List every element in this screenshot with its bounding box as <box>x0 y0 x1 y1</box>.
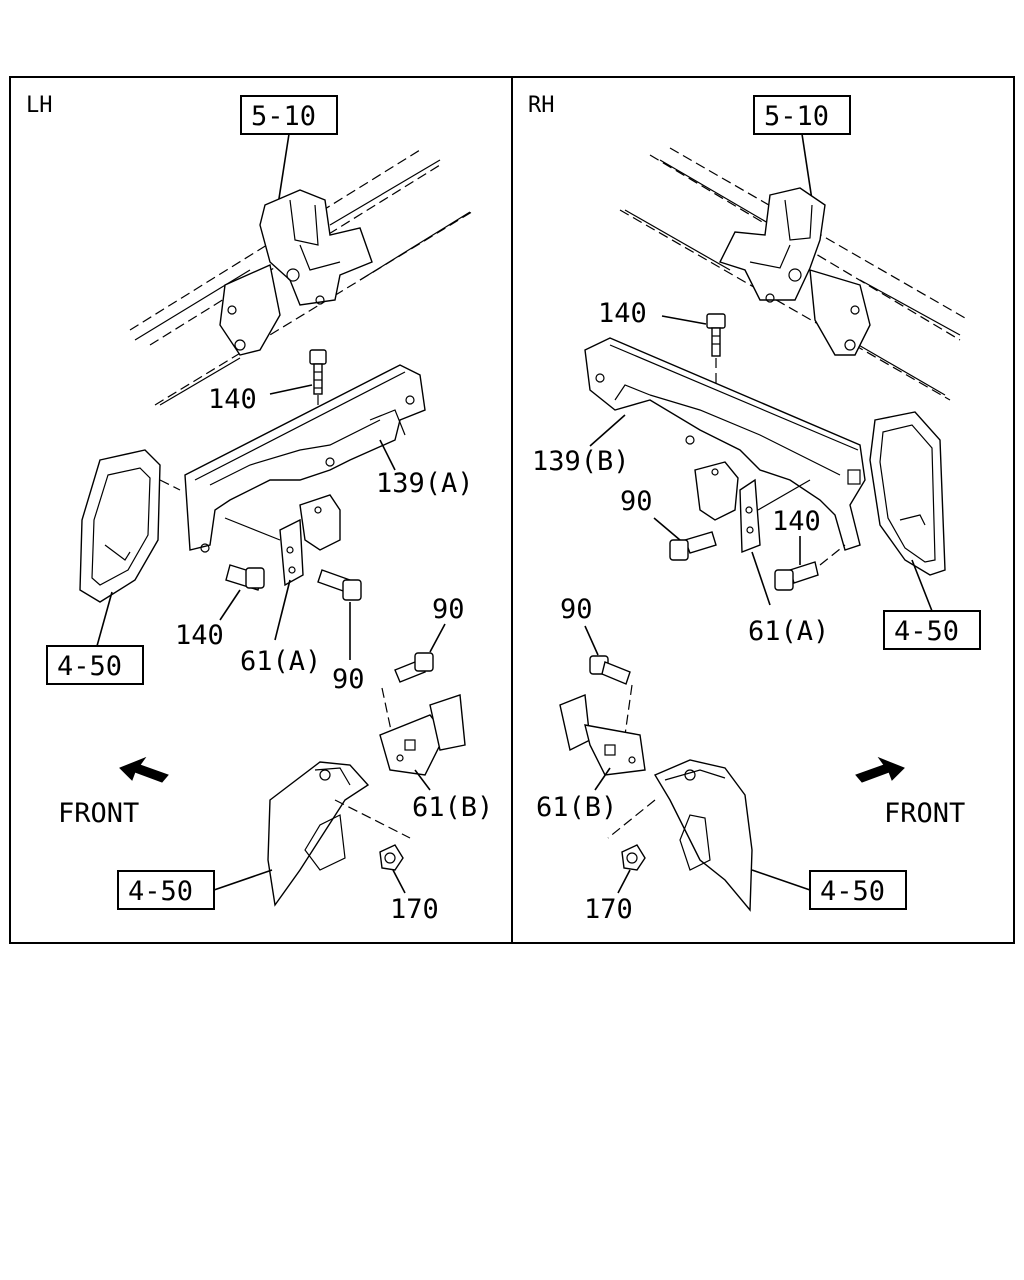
rh-label-90-lower: 90 <box>560 594 593 625</box>
lh-splash-shield-left <box>79 449 181 603</box>
rh-leader-140-top <box>661 315 707 325</box>
rh-leader-170 <box>617 869 631 894</box>
rh-nut-170 <box>621 844 646 871</box>
rh-bracket-139b <box>584 337 866 551</box>
lh-label-90-lower: 90 <box>332 664 365 695</box>
rh-bolt-90-lower <box>589 655 631 685</box>
rh-side-label: RH <box>528 93 555 118</box>
lh-bolt-90-lower <box>317 569 362 601</box>
lh-side-label: LH <box>26 93 53 118</box>
lh-label-61b: 61(B) <box>412 792 493 823</box>
rh-ref-4-50-right-label: 4-50 <box>894 616 959 647</box>
rh-label-61b: 61(B) <box>536 792 617 823</box>
rh-mud-guard <box>607 759 753 912</box>
lh-label-90-upper: 90 <box>432 594 465 625</box>
right-panel: RH 5-10 <box>528 93 981 925</box>
rh-label-61a: 61(A) <box>748 616 829 647</box>
lh-leader-90-upper <box>429 623 446 653</box>
lh-ref-5-10-label: 5-10 <box>251 101 316 132</box>
lh-leader-5-10 <box>277 133 290 206</box>
rh-label-140-side: 140 <box>772 506 821 537</box>
rh-cab-mount <box>719 187 871 356</box>
lh-leader-4-50-bottom <box>213 869 273 891</box>
lh-front-arrow-icon <box>119 756 169 783</box>
lh-nut-170 <box>379 844 404 871</box>
rh-front-label: FRONT <box>884 798 965 829</box>
rh-dash-90-lower <box>624 684 633 736</box>
rh-front-arrow-icon <box>855 756 905 783</box>
lh-bracket-139a <box>184 364 426 553</box>
lh-leader-61a <box>274 579 291 641</box>
rh-bracket-61a <box>739 478 811 554</box>
lh-leader-140-top <box>269 384 313 395</box>
lh-leader-139a <box>379 439 396 471</box>
lh-leader-61b <box>414 769 431 791</box>
rh-label-170: 170 <box>584 894 633 925</box>
lh-bolt-140-bottom <box>225 564 265 591</box>
lh-ref-4-50-bottom-label: 4-50 <box>128 876 193 907</box>
rh-leader-139b <box>589 414 626 447</box>
lh-ref-box-4-50-left <box>46 645 144 685</box>
left-panel: LH 5-10 <box>26 93 493 925</box>
rh-bolt-140-side <box>774 561 819 591</box>
rh-leader-5-10 <box>801 133 813 201</box>
lh-ref-4-50-left-label: 4-50 <box>57 651 122 682</box>
rh-leader-90-lower <box>584 625 599 656</box>
rh-rubber-block <box>694 461 739 521</box>
lh-leader-140-bottom <box>219 589 241 621</box>
lh-cab-mount <box>219 189 373 356</box>
lh-label-170: 170 <box>390 894 439 925</box>
lh-bolt-90-upper <box>394 652 434 683</box>
lh-front-label: FRONT <box>58 798 139 829</box>
rh-leader-4-50-bottom <box>751 869 811 891</box>
rh-bolt-90-upper <box>669 531 717 561</box>
lh-bolt-140-top <box>309 349 327 425</box>
rh-leader-61a <box>751 551 771 606</box>
rh-splash-shield-right <box>869 411 946 576</box>
lh-dash-90-upper <box>381 687 393 736</box>
lh-mud-guard <box>267 761 411 907</box>
lh-ref-box-4-50-bottom <box>117 870 215 910</box>
rh-label-140-top: 140 <box>598 298 647 329</box>
lh-ref-box-5-10 <box>240 95 338 135</box>
rh-label-139b: 139(B) <box>532 446 630 477</box>
lh-leader-4-50-left <box>96 591 113 647</box>
rh-ref-box-4-50-right <box>883 610 981 650</box>
rh-label-90-upper: 90 <box>620 486 653 517</box>
rh-ref-4-50-bottom-label: 4-50 <box>820 876 885 907</box>
lh-rubber-block <box>299 494 341 551</box>
lh-label-139a: 139(A) <box>376 468 474 499</box>
rh-leader-90-upper <box>653 517 681 541</box>
rh-leader-61b <box>594 767 611 791</box>
lh-leader-170 <box>392 869 406 894</box>
rh-bracket-61b <box>559 694 646 776</box>
rh-dash-140-side <box>819 544 846 566</box>
rh-bolt-140-top <box>706 313 726 390</box>
lh-label-140-top: 140 <box>208 384 257 415</box>
rh-leader-4-50-right <box>911 559 933 612</box>
rh-ref-5-10-label: 5-10 <box>764 101 829 132</box>
lh-label-61a: 61(A) <box>240 646 321 677</box>
lh-bracket-61a <box>224 517 304 587</box>
lh-bracket-61b <box>379 694 466 776</box>
lh-label-140-bottom: 140 <box>175 620 224 651</box>
rh-ref-box-5-10 <box>753 95 851 135</box>
